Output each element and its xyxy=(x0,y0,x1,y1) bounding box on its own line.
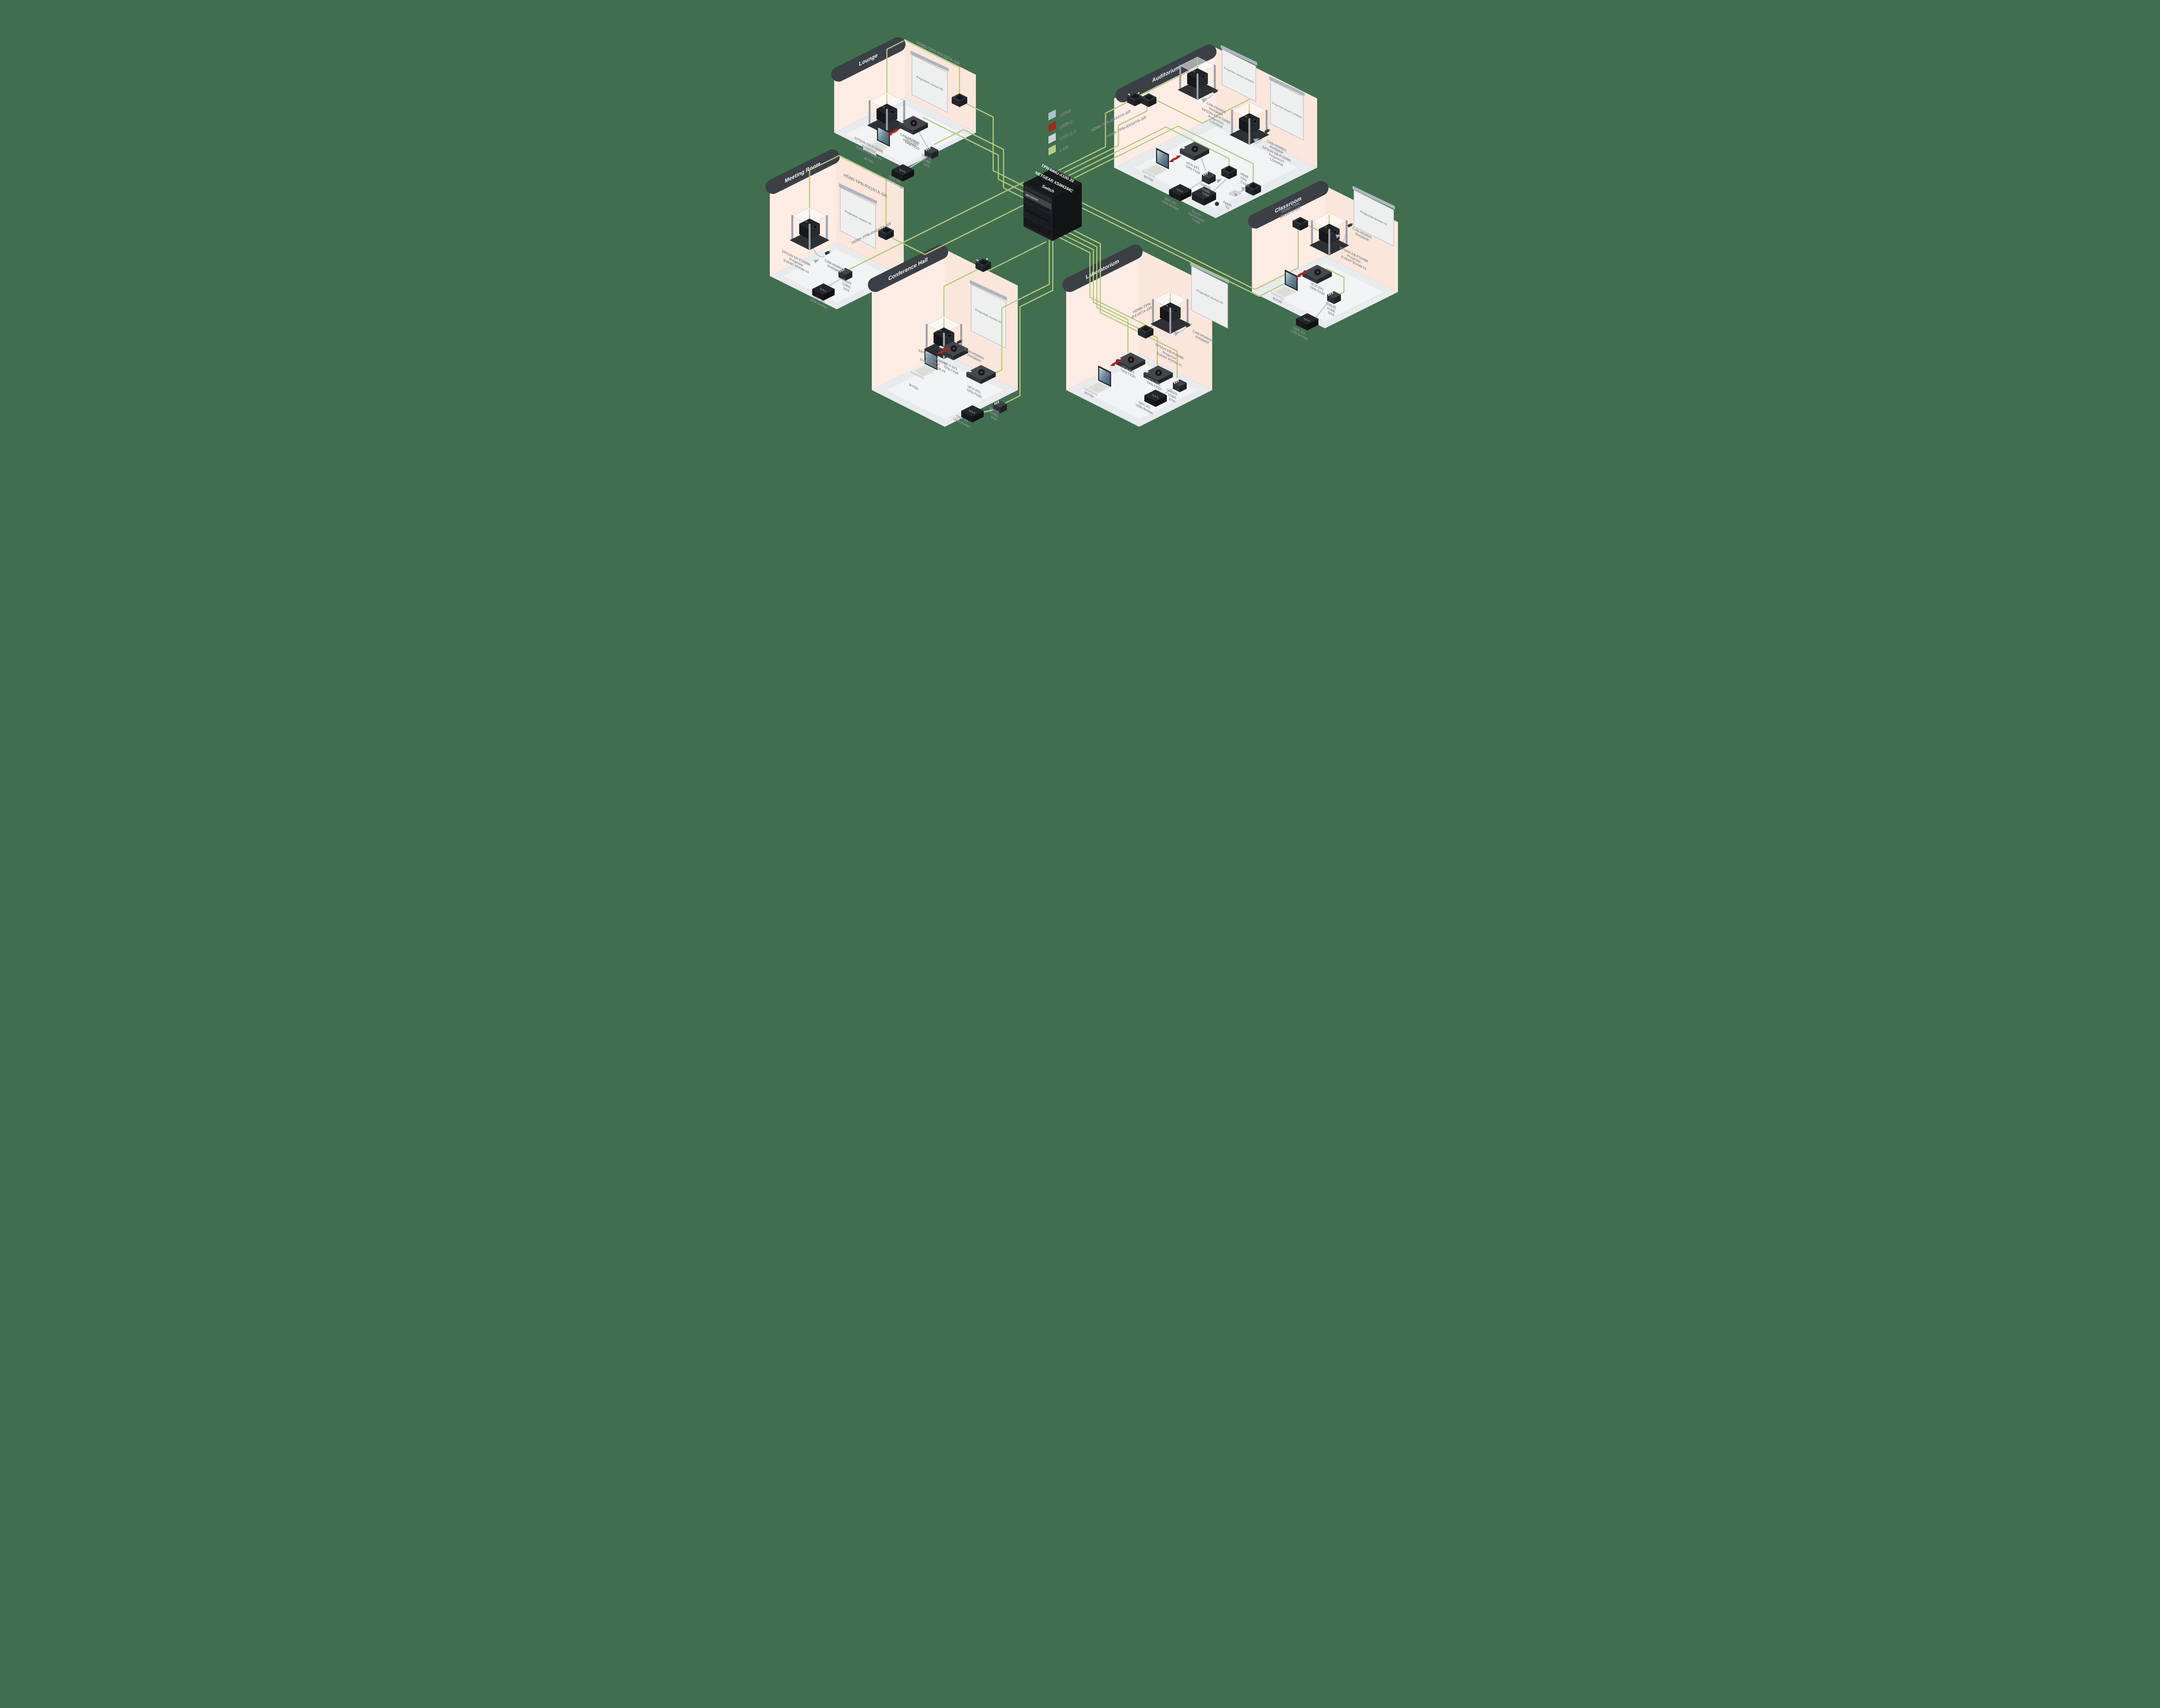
legend-swatch-hdmi xyxy=(1048,109,1056,121)
projection-screen-1: Projection Screen #1 xyxy=(1352,186,1395,247)
projection-screen-lounge-2: Projection screen LOUNGE xyxy=(1269,76,1305,140)
lounge-byod-label: BYOD xyxy=(864,156,873,165)
legend-swatch-lan xyxy=(1048,144,1056,156)
legend-label-usb20: USB 2.0 xyxy=(1060,129,1076,142)
legend-swatch-usbc xyxy=(1048,121,1056,132)
legend: HDMI USB-C USB 2.0 LAN xyxy=(1048,108,1076,156)
projection-screen-lounge-1: Projection screen LOUNGE xyxy=(1220,45,1257,102)
legend-label-hdmi: HDMI xyxy=(1060,108,1070,119)
laboratorium-banner xyxy=(1062,244,1143,292)
meeting-banner xyxy=(765,149,840,194)
projection-screen-3: Projection screen #3 xyxy=(969,280,1007,349)
projection-screen-5: Projection screen #5 xyxy=(910,51,949,113)
central-switch-rack: NETGEAR TPN-MMU-X100-20 NETGEAR XSM4344C… xyxy=(1023,163,1082,241)
projection-screen-2: Projection screen #2 xyxy=(1190,262,1229,329)
diagram-canvas: QSC tv Lounge xyxy=(765,37,1398,427)
legend-swatch-usb20 xyxy=(1048,133,1056,144)
legend-label-usbc: USB-C xyxy=(1060,118,1073,130)
lounge-banner xyxy=(831,37,905,82)
classroom-banner xyxy=(1248,181,1328,229)
projection-screen-4: Projection screen #4 xyxy=(839,183,877,249)
auditorium-usb20-label: USB201GBEDS4 xyxy=(1201,182,1211,199)
conference-banner xyxy=(867,244,948,292)
legend-label-lan: LAN xyxy=(1060,144,1068,154)
network-diagram: QSC tv Lounge xyxy=(760,0,1401,427)
